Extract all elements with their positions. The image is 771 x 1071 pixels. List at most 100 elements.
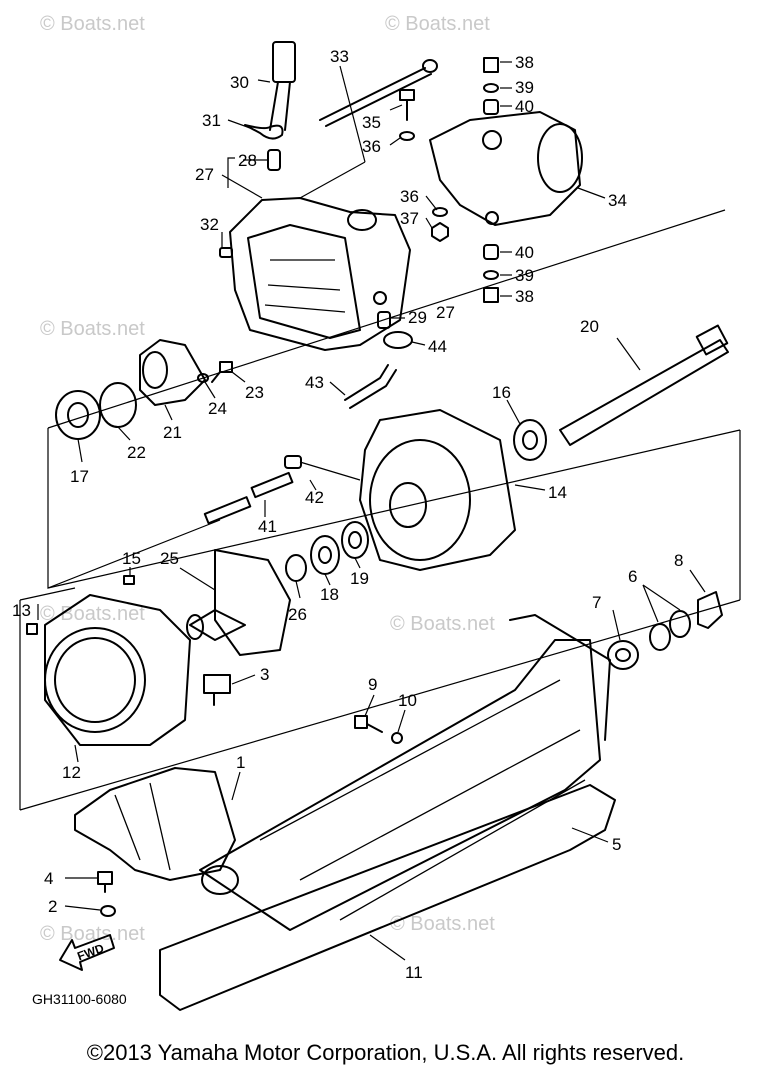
callouts: 30 31 33 28 27 32 35 36 38 39 40 34 36 3… [12, 47, 683, 982]
callout-27: 27 [436, 303, 455, 322]
leader-lines [37, 61, 706, 961]
callout-13: 13 [12, 601, 31, 620]
callout-29: 29 [408, 308, 427, 327]
part-9-bolt [354, 715, 383, 733]
callout-2: 2 [48, 897, 57, 916]
callout-38: 38 [515, 53, 534, 72]
watermark: © Boats.net [40, 603, 145, 625]
callout-34: 34 [608, 191, 627, 210]
watermark: © Boats.net [385, 13, 490, 35]
callout-42: 42 [305, 488, 324, 507]
callout-10: 10 [398, 691, 417, 710]
part-27-nozzle-housing [229, 197, 411, 351]
part-32-pin [219, 247, 233, 258]
part-6-ring [669, 610, 691, 638]
part-1-cover [74, 767, 236, 881]
group-frames [19, 209, 741, 811]
callout-35: 35 [362, 113, 381, 132]
callout-40: 40 [515, 243, 534, 262]
diagram-code: GH31100-6080 [32, 991, 127, 1007]
callout-40: 40 [515, 97, 534, 116]
part-21-cover [139, 339, 206, 406]
callout-38: 38 [515, 287, 534, 306]
small-hardware [399, 57, 499, 303]
callout-25: 25 [160, 549, 179, 568]
part-25-impeller [186, 549, 291, 656]
callout-16: 16 [492, 383, 511, 402]
callout-27: 27 [195, 165, 214, 184]
watermark: © Boats.net [40, 318, 145, 340]
callout-15: 15 [122, 549, 141, 568]
callout-22: 22 [127, 443, 146, 462]
callout-37: 37 [400, 209, 419, 228]
part-35-bolt [399, 89, 415, 121]
callout-24: 24 [208, 399, 227, 418]
callout-7: 7 [592, 593, 601, 612]
part-2-washer [100, 905, 116, 917]
part-15-pin [123, 575, 135, 585]
callout-17: 17 [70, 467, 89, 486]
part-34-deflector [429, 111, 583, 226]
part-13-pin [26, 623, 38, 635]
callout-3: 3 [260, 665, 269, 684]
callout-36: 36 [362, 137, 381, 156]
callout-28: 28 [238, 151, 257, 170]
part-43-hose [344, 364, 397, 409]
callout-12: 12 [62, 763, 81, 782]
callout-5: 5 [612, 835, 621, 854]
part-16-bearing [513, 419, 547, 461]
callout-20: 20 [580, 317, 599, 336]
part-18-bearing [310, 535, 340, 575]
callout-14: 14 [548, 483, 567, 502]
callout-19: 19 [350, 569, 369, 588]
callout-39: 39 [515, 78, 534, 97]
callout-6: 6 [628, 567, 637, 586]
callout-32: 32 [200, 215, 219, 234]
callout-18: 18 [320, 585, 339, 604]
callout-44: 44 [428, 337, 447, 356]
part-19-seal [341, 521, 369, 559]
part-14-pump-housing [359, 409, 516, 571]
callout-39: 39 [515, 266, 534, 285]
copyright-notice: ©2013 Yamaha Motor Corporation, U.S.A. A… [86, 1040, 685, 1065]
part-23-bolt [211, 361, 233, 383]
callout-11: 11 [405, 963, 423, 982]
part-10-washer [391, 732, 403, 744]
part-24-washer [197, 373, 209, 383]
part-5-pump-bed [159, 614, 616, 1011]
part-28-collar [267, 149, 281, 171]
part-8-cap [697, 591, 723, 629]
part-6-ring [649, 623, 671, 651]
callout-36: 36 [400, 187, 419, 206]
callout-31: 31 [202, 111, 221, 130]
part-12-intake-housing [44, 594, 191, 746]
callout-30: 30 [230, 73, 249, 92]
part-33-long-bolt [319, 59, 438, 127]
part-20-drive-shaft [559, 324, 729, 446]
watermarks: © Boats.net © Boats.net © Boats.net © Bo… [40, 13, 495, 945]
callout-1: 1 [236, 753, 245, 772]
callout-9: 9 [368, 675, 377, 694]
part-7-coupler [607, 640, 639, 670]
callout-33: 33 [330, 47, 349, 66]
callout-43: 43 [305, 373, 324, 392]
watermark: © Boats.net [390, 613, 495, 635]
watermark: © Boats.net [40, 923, 145, 945]
part-17-cap [55, 390, 101, 440]
watermark: © Boats.net [40, 13, 145, 35]
part-42-clip [284, 455, 302, 469]
watermark: © Boats.net [390, 913, 495, 935]
callout-4: 4 [44, 869, 53, 888]
callout-23: 23 [245, 383, 264, 402]
callout-8: 8 [674, 551, 683, 570]
part-3-fitting [203, 674, 231, 706]
callout-26: 26 [288, 605, 307, 624]
callout-21: 21 [163, 423, 182, 442]
part-4-bolt [97, 871, 113, 893]
part-30-pipe [269, 41, 296, 131]
part-29-collar [377, 311, 391, 329]
part-26-spacer [285, 554, 307, 582]
part-44-clamp [383, 331, 413, 349]
callout-41: 41 [258, 517, 277, 536]
